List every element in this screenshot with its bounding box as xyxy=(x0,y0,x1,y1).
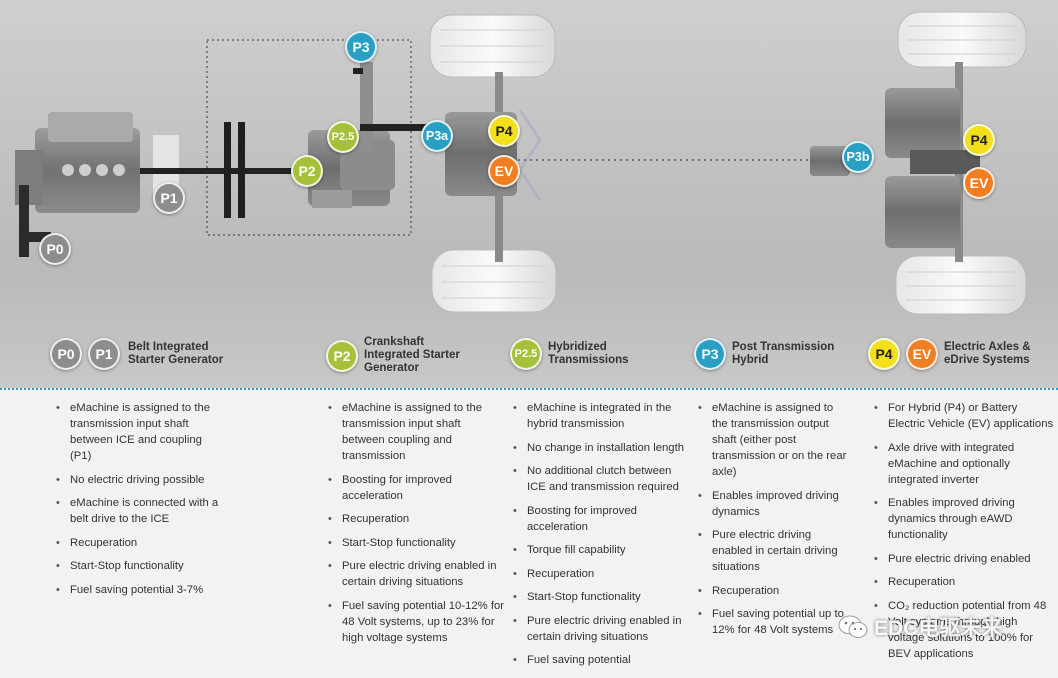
legend-p2: P2 Crankshaft Integrated Starter Generat… xyxy=(326,336,460,375)
list-item: Pure electric driving enabled xyxy=(874,551,1054,567)
feature-list-p0-p1: eMachine is assigned to the transmission… xyxy=(56,400,226,598)
list-item: Recuperation xyxy=(874,574,1054,590)
rear-motor-upper xyxy=(885,88,960,158)
list-item: Recuperation xyxy=(56,535,226,551)
legend-p0-p1: P0 P1 Belt Integrated Starter Generator xyxy=(50,338,223,370)
clutch-plate xyxy=(224,122,231,218)
list-item: No change in installation length xyxy=(513,440,691,456)
ev-front-badge: EV xyxy=(488,155,520,187)
rear-left-wheel xyxy=(897,11,1027,68)
list-item: No additional clutch between ICE and tra… xyxy=(513,463,691,495)
legend-p25: P2.5 Hybridized Transmissions xyxy=(510,338,629,370)
list-item: eMachine is assigned to the transmission… xyxy=(56,400,226,464)
list-item: Boosting for improved acceleration xyxy=(513,503,691,535)
clutch-plate xyxy=(238,122,245,218)
legend-ev-badge: EV xyxy=(906,338,938,370)
legend-p2-badge: P2 xyxy=(326,339,358,372)
legend-p4-ev-label: Electric Axles & eDrive Systems xyxy=(944,341,1031,366)
feature-list-p2: eMachine is assigned to the transmission… xyxy=(328,400,506,646)
list-item: Recuperation xyxy=(513,566,691,582)
legend-p3-badge: P3 xyxy=(694,338,726,370)
watermark-text: EDC电驱未来 xyxy=(874,617,1003,640)
list-item: Recuperation xyxy=(698,583,848,599)
list-item: Start-Stop functionality xyxy=(56,558,226,574)
list-item: Torque fill capability xyxy=(513,542,691,558)
engine-block xyxy=(15,112,140,213)
list-item: Fuel saving potential xyxy=(513,652,691,668)
column-p0-p1: eMachine is assigned to the transmission… xyxy=(56,400,226,605)
list-item: For Hybrid (P4) or Battery Electric Vehi… xyxy=(874,400,1054,432)
list-item: Pure electric driving enabled in certain… xyxy=(698,527,848,575)
p25-badge: P2.5 xyxy=(327,121,359,153)
belt-drive xyxy=(19,185,29,257)
powertrain-illustration xyxy=(15,11,1027,315)
list-item: Start-Stop functionality xyxy=(328,535,506,551)
legend-p0-badge: P0 xyxy=(50,338,82,370)
p2-badge: P2 xyxy=(291,155,323,187)
list-item: Pure electric driving enabled in certain… xyxy=(513,613,691,645)
p4-rear-badge: P4 xyxy=(963,124,995,156)
legend-p2-label: Crankshaft Integrated Starter Generator xyxy=(364,336,460,374)
p3-output xyxy=(360,124,445,131)
front-right-wheel xyxy=(431,249,557,313)
legend-p0-p1-label: Belt Integrated Starter Generator xyxy=(128,341,224,366)
list-item: Enables improved driving dynamics throug… xyxy=(874,495,1054,543)
list-item: eMachine is assigned to the transmission… xyxy=(698,400,848,480)
legend-p25-badge: P2.5 xyxy=(510,338,542,370)
column-p3: eMachine is assigned to the transmission… xyxy=(698,400,848,646)
list-item: Axle drive with integrated eMachine and … xyxy=(874,440,1054,488)
list-item: eMachine is connected with a belt drive … xyxy=(56,495,226,527)
rear-right-wheel xyxy=(895,255,1027,315)
p3a-badge: P3a xyxy=(421,120,453,152)
legend-p1-badge: P1 xyxy=(88,338,120,370)
list-item: eMachine is integrated in the hybrid tra… xyxy=(513,400,691,432)
watermark: EDC电驱未来 xyxy=(838,612,1002,642)
legend-p3-label: Post Transmission Hybrid xyxy=(732,341,835,366)
list-item: Recuperation xyxy=(328,511,506,527)
list-item: No electric driving possible xyxy=(56,472,226,488)
feature-list-p4-ev: For Hybrid (P4) or Battery Electric Vehi… xyxy=(874,400,1054,662)
p2-zone-outline xyxy=(206,39,412,236)
feature-list-p25: eMachine is integrated in the hybrid tra… xyxy=(513,400,691,668)
powertrain-diagram: P0 P1 P2 P2.5 P3 P3a P4 EV P3b P4 EV P0 … xyxy=(0,0,1058,388)
ev-rear-badge: EV xyxy=(963,167,995,199)
p1-badge: P1 xyxy=(153,182,185,214)
list-item: Fuel saving potential up to 12% for 48 V… xyxy=(698,606,848,638)
front-left-wheel xyxy=(429,14,556,78)
list-item: CO₂ reduction potential from 48 Volt sys… xyxy=(874,598,1054,662)
dotted-divider xyxy=(0,388,1058,390)
column-p2: eMachine is assigned to the transmission… xyxy=(328,400,506,653)
rear-motor-lower xyxy=(885,176,960,248)
list-item: Fuel saving potential 3-7% xyxy=(56,582,226,598)
p3b-unit xyxy=(810,146,850,176)
wechat-icon xyxy=(838,615,868,638)
column-p25: eMachine is integrated in the hybrid tra… xyxy=(513,400,691,676)
legend-p3: P3 Post Transmission Hybrid xyxy=(694,338,834,370)
legend-p4-ev: P4 EV Electric Axles & eDrive Systems xyxy=(868,338,1031,370)
list-item: Enables improved driving dynamics xyxy=(698,488,848,520)
legend-p25-label: Hybridized Transmissions xyxy=(548,341,629,366)
list-item: eMachine is assigned to the transmission… xyxy=(328,400,506,464)
p4-front-badge: P4 xyxy=(488,115,520,147)
p3b-badge: P3b xyxy=(842,141,874,173)
feature-list-p3: eMachine is assigned to the transmission… xyxy=(698,400,848,638)
list-item: Start-Stop functionality xyxy=(513,589,691,605)
column-p4-ev: For Hybrid (P4) or Battery Electric Vehi… xyxy=(874,400,1054,669)
p3-badge: P3 xyxy=(345,31,377,63)
list-item: Pure electric driving enabled in certain… xyxy=(328,558,506,590)
list-item: Fuel saving potential 10-12% for 48 Volt… xyxy=(328,598,506,646)
legend-p4-badge: P4 xyxy=(868,338,900,370)
list-item: Boosting for improved acceleration xyxy=(328,472,506,504)
p3-shaft xyxy=(360,62,373,152)
p0-badge: P0 xyxy=(39,233,71,265)
